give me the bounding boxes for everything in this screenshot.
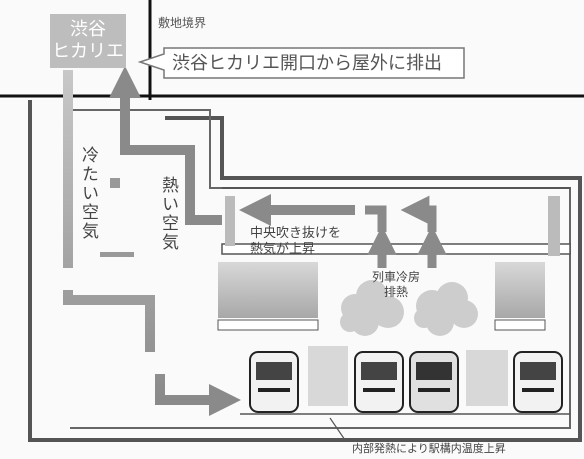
exhaust-callout-bubble (137, 47, 465, 79)
bench-left (217, 319, 319, 331)
heat-cloud-right (414, 282, 478, 336)
rising-bend-right (400, 195, 437, 232)
cold-air-arrow (63, 70, 225, 400)
platform-panel-1 (308, 346, 348, 406)
train-ac-exhaust-label: 列車冷房 排熱 (372, 270, 420, 300)
bottom-note: 内部発熱により駅構内温度上昇 (352, 442, 506, 455)
train-3 (409, 351, 459, 413)
column-left (225, 196, 235, 246)
platform-box-right (495, 262, 545, 318)
train-4 (513, 351, 563, 413)
hikarie-building-box: 渋谷 ヒカリエ (50, 14, 126, 68)
site-boundary-label: 敷地境界 (158, 16, 207, 30)
heat-cloud-left (340, 280, 404, 336)
rising-bend-left (365, 205, 387, 232)
hikarie-label-line1: 渋谷 (70, 19, 106, 40)
central-atrium-label-line2: 熱気が上昇 (250, 242, 316, 257)
underground-outer-wall (28, 100, 582, 442)
bottom-note-leader (329, 417, 353, 441)
train-1 (249, 351, 299, 413)
platform-box-left (218, 262, 318, 318)
central-atrium-label: 中央吹き抜けを 熱気が上昇 (250, 226, 341, 258)
column-right (548, 196, 560, 256)
hot-air-label: 熱い空気 (158, 176, 178, 252)
exhaust-callout-text: 渋谷ヒカリエ開口から屋外に排出 (172, 53, 442, 74)
central-atrium-label-line1: 中央吹き抜けを (250, 226, 342, 241)
platform-panel-2 (466, 350, 508, 406)
train-2 (354, 351, 404, 413)
cold-air-label: 冷たい空気 (78, 146, 98, 241)
small-marker-1 (110, 178, 120, 188)
small-marker-2 (100, 252, 134, 257)
train-ac-exhaust-line2: 排熱 (384, 285, 409, 299)
hot-air-arrow (108, 65, 222, 225)
train-ac-exhaust-line1: 列車冷房 (372, 270, 421, 284)
bench-right (494, 319, 546, 331)
hikarie-label-line2: ヒカリエ (52, 41, 124, 62)
